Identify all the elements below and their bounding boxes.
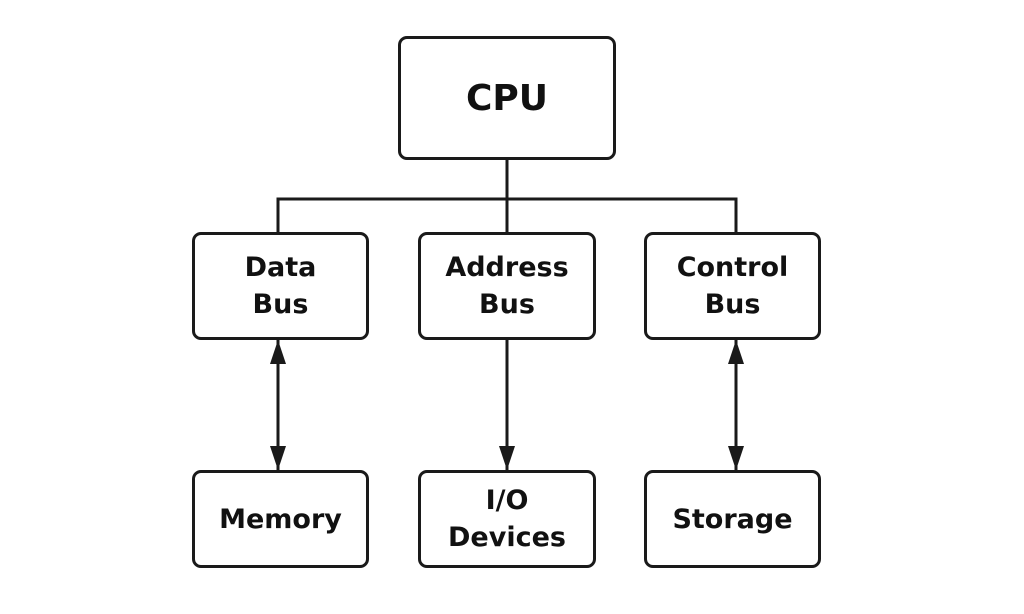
memory-node: Memory bbox=[192, 470, 369, 568]
address-bus-label-line1: Address bbox=[445, 252, 569, 283]
arrowhead-up-icon bbox=[728, 340, 744, 364]
io-devices-node: I/O Devices bbox=[418, 470, 596, 568]
cpu-node: CPU bbox=[398, 36, 616, 160]
io-devices-label-line2: Devices bbox=[448, 522, 566, 553]
control-bus-label-line1: Control bbox=[676, 252, 789, 283]
data-bus-label-line2: Bus bbox=[252, 289, 309, 320]
arrowhead-up-icon bbox=[270, 340, 286, 364]
storage-node: Storage bbox=[644, 470, 821, 568]
arrowhead-down-icon bbox=[499, 446, 515, 470]
io-devices-label-line1: I/O bbox=[485, 485, 529, 516]
cpu-label: CPU bbox=[465, 77, 549, 119]
control-bus-label-line2: Bus bbox=[704, 289, 761, 320]
bus-distribution-line bbox=[276, 197, 738, 234]
memory-label: Memory bbox=[219, 503, 342, 535]
data-bus-label-line1: Data bbox=[244, 252, 317, 283]
storage-label: Storage bbox=[672, 503, 793, 535]
arrowhead-down-icon bbox=[728, 446, 744, 470]
arrowhead-down-icon bbox=[270, 446, 286, 470]
address-bus-label-line2: Bus bbox=[479, 289, 535, 320]
